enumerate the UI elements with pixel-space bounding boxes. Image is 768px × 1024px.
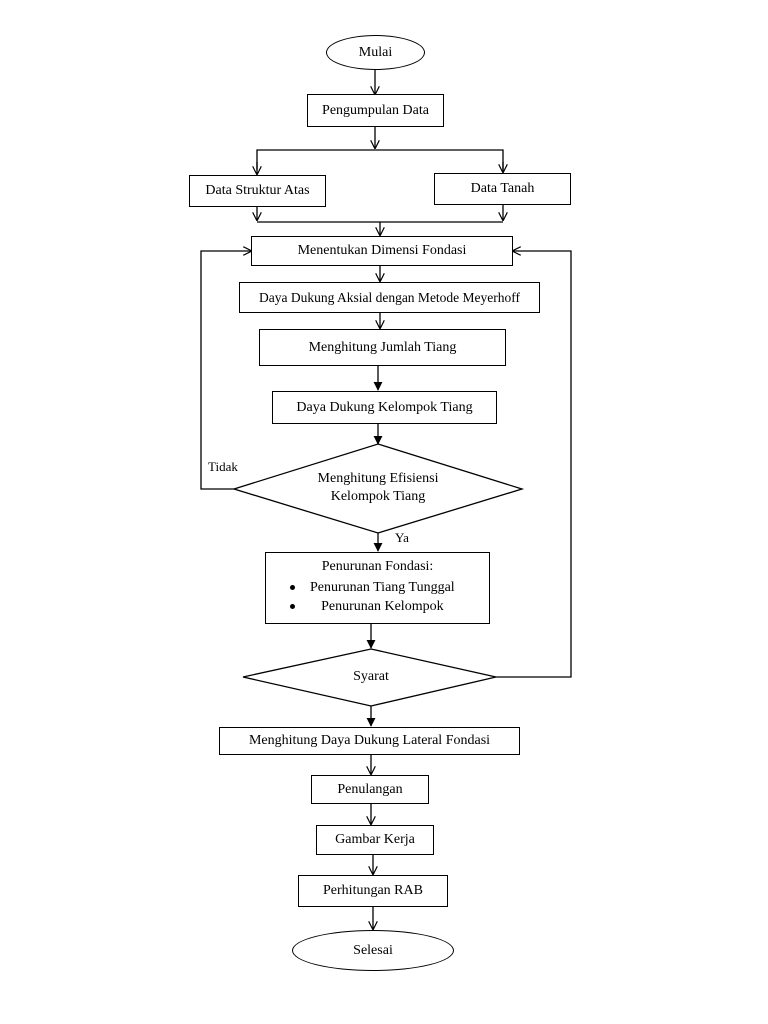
end-terminal: Selesai <box>292 930 454 971</box>
group-capacity-label: Daya Dukung Kelompok Tiang <box>296 399 473 415</box>
group-capacity-box: Daya Dukung Kelompok Tiang <box>272 391 497 424</box>
settlement-item-single-pile: Penurunan Tiang Tunggal <box>290 580 455 595</box>
foundation-dimension-label: Menentukan Dimensi Fondasi <box>297 243 467 258</box>
axial-capacity-label: Daya Dukung Aksial dengan Metode Meyerho… <box>258 289 521 305</box>
lateral-capacity-label: Menghitung Daya Dukung Lateral Fondasi <box>248 733 491 748</box>
working-drawing-label: Gambar Kerja <box>335 832 415 847</box>
settlement-box: Penurunan Fondasi: Penurunan Tiang Tungg… <box>265 552 490 624</box>
edge-label-yes: Ya <box>395 530 409 545</box>
efficiency-label-line1: Menghitung Efisiensi <box>317 471 439 486</box>
data-collection-label: Pengumpulan Data <box>322 102 429 118</box>
cost-estimate-box: Perhitungan RAB <box>298 875 448 907</box>
requirement-label: Syarat <box>353 669 389 684</box>
data-collection-box: Pengumpulan Data <box>307 94 444 127</box>
efficiency-label-line2: Kelompok Tiang <box>330 489 426 504</box>
settlement-item-group: Penurunan Kelompok <box>290 597 455 616</box>
soil-data-box: Data Tanah <box>434 173 571 205</box>
edge-split <box>256 149 504 170</box>
efficiency-decision-shape <box>231 443 525 534</box>
requirement-decision-shape <box>242 648 497 707</box>
edge-requirement-loop <box>496 251 572 678</box>
settlement-title: Penurunan Fondasi: <box>321 559 434 574</box>
edge-label-no: Tidak <box>208 459 238 474</box>
cost-estimate-label: Perhitungan RAB <box>323 883 423 898</box>
upper-structure-data-box: Data Struktur Atas <box>189 175 326 207</box>
foundation-dimension-box: Menentukan Dimensi Fondasi <box>251 236 513 266</box>
lateral-capacity-box: Menghitung Daya Dukung Lateral Fondasi <box>219 727 520 755</box>
axial-capacity-box: Daya Dukung Aksial dengan Metode Meyerho… <box>239 282 540 313</box>
efficiency-decision: Menghitung Efisiensi Kelompok Tiang <box>278 468 478 508</box>
start-terminal: Mulai <box>326 35 425 70</box>
soil-data-label: Data Tanah <box>470 181 535 196</box>
requirement-decision: Syarat <box>321 667 421 687</box>
start-label: Mulai <box>358 44 393 60</box>
reinforcement-label: Penulangan <box>337 781 403 797</box>
upper-structure-data-label: Data Struktur Atas <box>205 183 310 198</box>
reinforcement-box: Penulangan <box>311 775 429 804</box>
settlement-list: Penurunan Tiang Tunggal Penurunan Kelomp… <box>266 578 455 616</box>
working-drawing-box: Gambar Kerja <box>316 825 434 855</box>
pile-count-box: Menghitung Jumlah Tiang <box>259 329 506 366</box>
pile-count-label: Menghitung Jumlah Tiang <box>308 339 457 355</box>
end-label: Selesai <box>353 942 393 958</box>
edge-efficiency-no-loop <box>200 251 251 490</box>
